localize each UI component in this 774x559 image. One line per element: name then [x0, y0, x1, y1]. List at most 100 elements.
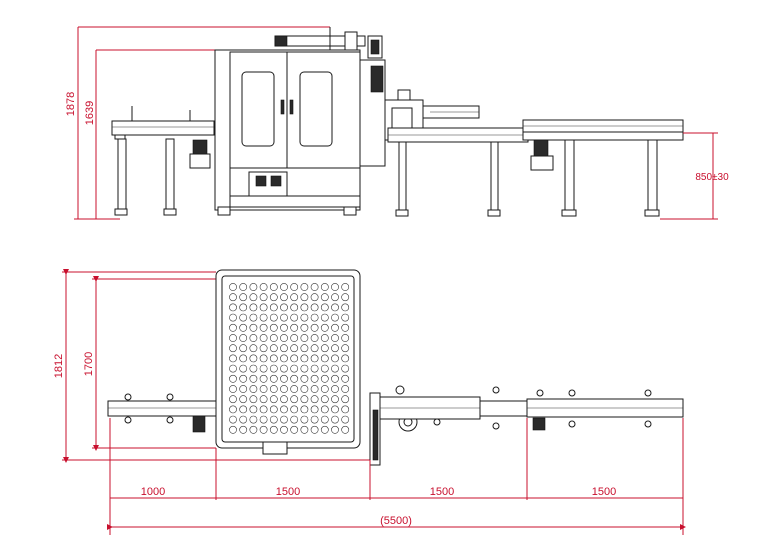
dim-conveyor-height: 850±30 [660, 132, 729, 220]
grid-cell [280, 293, 288, 302]
grid-cell [290, 425, 299, 434]
grid-cell [259, 344, 268, 353]
grid-cell [249, 334, 258, 342]
grid-cell [331, 323, 339, 332]
grid-cell [249, 313, 258, 322]
grid-cell [280, 374, 288, 383]
middle-conveyor-top [479, 386, 529, 430]
grid-cell [331, 313, 339, 322]
grid-cell [269, 303, 278, 312]
dim-height-total: 1878 [65, 26, 330, 220]
grid-cell [259, 323, 268, 332]
overall-length-label: (5500) [380, 515, 412, 527]
grid-cell [341, 354, 350, 363]
grid-cell [300, 415, 309, 424]
grid-cell [341, 323, 350, 332]
grid-cell [269, 293, 278, 302]
grid-cell [331, 283, 339, 291]
grid-cell [290, 323, 299, 332]
grid-cell [331, 385, 339, 393]
depth-frame-label: 1700 [83, 352, 95, 376]
grid-cell [229, 283, 237, 291]
grid-cell [310, 323, 319, 332]
grid-cell [229, 425, 237, 434]
grid-cell [331, 344, 339, 353]
grid-cell [320, 344, 329, 353]
grid-cell [280, 405, 288, 414]
grid-cell [310, 385, 319, 393]
grid-cell [229, 334, 237, 342]
grid-cell [290, 334, 299, 342]
grid-cell [310, 354, 319, 363]
grid-cell [300, 364, 309, 373]
grid-cell [290, 344, 299, 353]
grid-cell [290, 415, 299, 424]
grid-cell [300, 313, 309, 322]
grid-cell [320, 293, 329, 302]
grid-cell [229, 415, 237, 424]
grid-cell [310, 415, 319, 424]
grid-cell [320, 323, 329, 332]
grid-cell [320, 303, 329, 312]
middle-conveyor-front [387, 127, 529, 217]
grid-cell [249, 344, 258, 353]
grid-cell [249, 354, 258, 363]
grid-cell [341, 374, 350, 383]
grid-cell [259, 405, 268, 414]
grid-cell [269, 344, 278, 353]
grid-cell [300, 293, 309, 302]
grid-cell [290, 354, 299, 363]
grid-cell [229, 354, 237, 363]
grid-cell [259, 385, 268, 393]
grid-cell [290, 405, 299, 414]
grid-cell [280, 344, 288, 353]
grid-cell [269, 364, 278, 373]
grid-cell [331, 364, 339, 373]
grid-cell [320, 283, 329, 291]
dim-lengths: 1000 1500 1500 1500 (5500) [107, 418, 686, 535]
grid-cell [290, 313, 299, 322]
grid-cell [239, 385, 248, 393]
grid-cell [269, 323, 278, 332]
grid-cell [320, 385, 329, 393]
grid-cell [239, 344, 248, 353]
grid-cell [280, 425, 288, 434]
grid-cell [259, 334, 268, 342]
grid-cell [229, 395, 237, 404]
grid-cell [229, 293, 237, 302]
grid-cell [310, 405, 319, 414]
grid-cell [320, 415, 329, 424]
grid-cell [280, 283, 288, 291]
left-conveyor-top [107, 393, 217, 433]
grid-cell [341, 303, 350, 312]
grid-cell [300, 303, 309, 312]
grid-cell [341, 385, 350, 393]
transfer-module-front [359, 59, 480, 167]
grid-cell [300, 374, 309, 383]
grid-cell [320, 313, 329, 322]
grid-cell [239, 303, 248, 312]
machine-top-frame [215, 269, 361, 455]
top-view: 1812 1700 [53, 269, 686, 535]
grid-cell [331, 395, 339, 404]
grid-cell [259, 293, 268, 302]
height-total-label: 1878 [65, 92, 77, 116]
grid-cell [259, 374, 268, 383]
grid-cell [310, 303, 319, 312]
grid-cell [300, 323, 309, 332]
grid-cell [341, 364, 350, 373]
grid-cell [259, 425, 268, 434]
grid-cell [229, 303, 237, 312]
left-conveyor-front [111, 106, 215, 216]
grid-cell [259, 395, 268, 404]
grid-cell [341, 415, 350, 424]
front-view: 1878 1639 [65, 26, 729, 220]
grid-cell [331, 293, 339, 302]
grid-cell [249, 323, 258, 332]
grid-cell [239, 354, 248, 363]
grid-cell [239, 334, 248, 342]
grid-cell [310, 425, 319, 434]
grid-cell [300, 405, 309, 414]
grid-cell [290, 283, 299, 291]
